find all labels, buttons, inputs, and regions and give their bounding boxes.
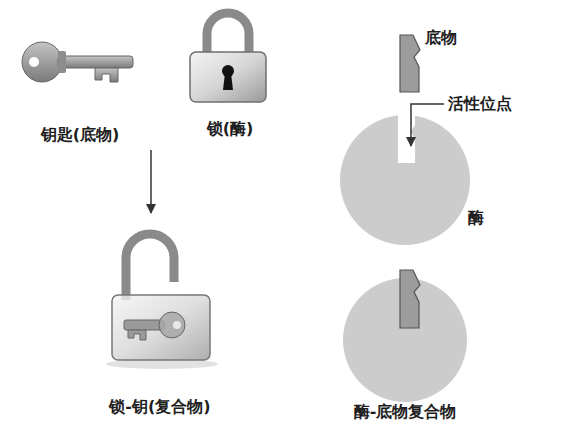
caption-label: 锁-钥(复合物) [109, 397, 210, 416]
key-bow [159, 312, 185, 338]
picture-node: 锁(酶) [185, 2, 275, 142]
key-teeth [128, 330, 146, 340]
lock-body [190, 52, 266, 102]
key-icon [22, 42, 133, 82]
caption-label: 酶-底物复合物 [354, 402, 457, 421]
key-shaft [124, 320, 164, 330]
open-lock-icon [106, 234, 218, 369]
substrate-shape [400, 35, 420, 92]
callout-label: 活性位点 [448, 94, 512, 113]
caption-label: 锁(酶) [207, 119, 254, 138]
key-bow [22, 42, 62, 82]
key-hole [29, 57, 39, 67]
key-shaft [58, 56, 133, 68]
key-teeth [95, 68, 118, 82]
active-site [398, 112, 415, 163]
picture-node: 底物 [395, 26, 465, 96]
picture-node: 锁-钥(复合物) [90, 215, 230, 420]
enzyme-shape [340, 112, 470, 245]
picture-node: 酶 [338, 112, 490, 247]
picture-node: 钥匙(底物) [5, 30, 155, 148]
leader-line [411, 104, 444, 146]
picture-node: 酶-底物复合物 [335, 265, 475, 425]
complex-shape [343, 270, 467, 402]
caption-label: 酶 [468, 208, 484, 227]
caption-label: 钥匙(底物) [41, 125, 120, 144]
substrate-shape [400, 270, 420, 328]
lock-body [112, 295, 210, 360]
keyhole [223, 73, 233, 90]
caption-label: 底物 [425, 28, 457, 47]
flow-arrow [150, 150, 152, 213]
key-hole [173, 321, 181, 329]
key-collar [58, 51, 66, 73]
lock-icon [190, 13, 266, 102]
lock-shackle [126, 234, 174, 300]
